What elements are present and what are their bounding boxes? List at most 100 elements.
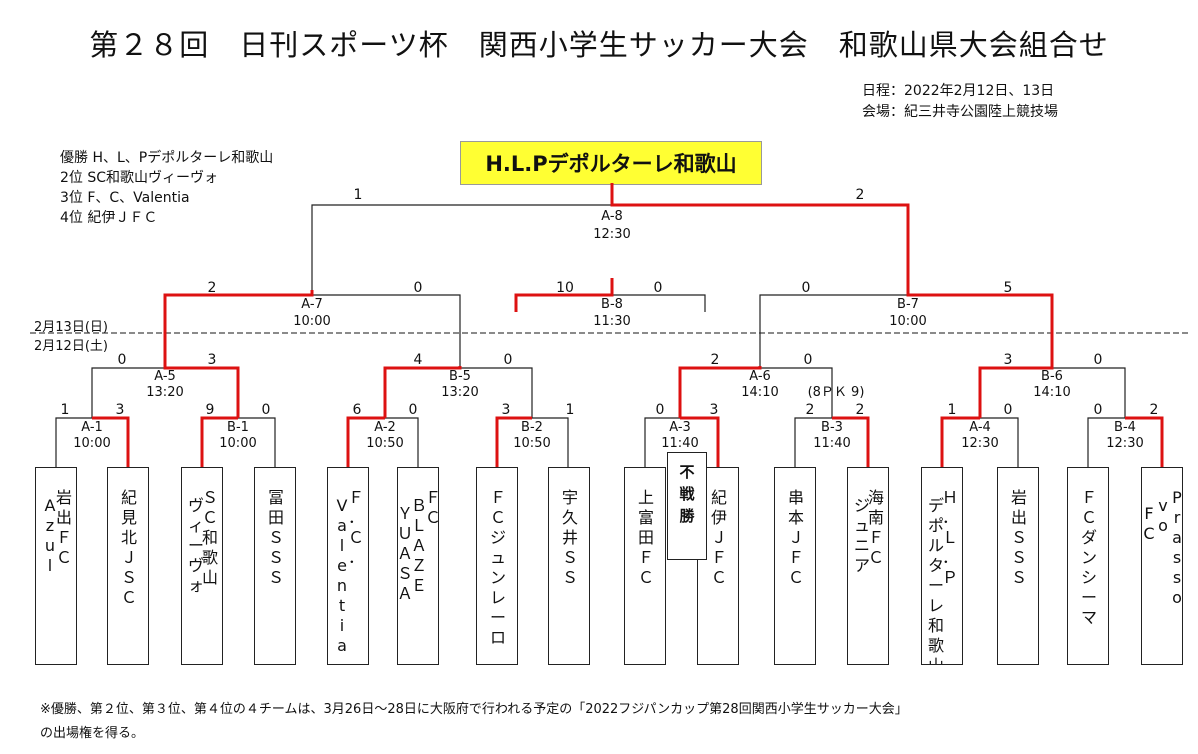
a4-score-1: 1 [947, 402, 957, 418]
b8-score-1: 10 [556, 280, 574, 296]
a5-time: 13:20 [146, 385, 184, 400]
b3-score-1: 2 [805, 402, 815, 418]
a1-score-2: 3 [115, 402, 125, 418]
a6-score-1: 2 [710, 352, 720, 368]
b5-label: B-5 [449, 369, 471, 384]
b7-score-2: 5 [1003, 280, 1013, 296]
b4-score-2: 2 [1149, 402, 1159, 418]
a6-pk: (8ＰＫ 9) [807, 385, 865, 400]
team-name-column: ジュニア [853, 496, 870, 575]
b6-score-1: 3 [1003, 352, 1013, 368]
result-4th: 4位 紀伊ＪＦＣ [60, 210, 158, 226]
b3-label: B-3 [821, 420, 843, 435]
final-label: A-8 [601, 209, 623, 224]
b1-label: B-1 [227, 420, 249, 435]
date-day1: 2月12日(土) [34, 339, 108, 354]
b2-time: 10:50 [513, 436, 551, 451]
a2-label: A-2 [374, 420, 396, 435]
footnote-line-1: ※優勝、第２位、第３位、第４位の４チームは、3月26日～28日に大阪府で行われる… [40, 702, 908, 717]
team-box: Ｈ．Ｌ．Ｐデポルターレ和歌山 [921, 467, 963, 665]
a6-score-2: 0 [803, 352, 813, 368]
a6-label: A-6 [749, 369, 771, 384]
a7-label: A-7 [301, 297, 323, 312]
team-name-column: ＦＣ [424, 488, 438, 528]
b7-score-1: 0 [801, 280, 811, 296]
final-score-left: 1 [353, 187, 363, 203]
a1-label: A-1 [81, 420, 103, 435]
b5-time: 13:20 [441, 385, 479, 400]
b6-score-2: 0 [1093, 352, 1103, 368]
a7-score-2: 0 [413, 280, 423, 296]
b2-label: B-2 [521, 420, 543, 435]
team-name-column: Ｈ．Ｌ．Ｐ [941, 488, 958, 587]
b6-time: 14:10 [1033, 385, 1071, 400]
a2-score-1: 6 [352, 402, 362, 418]
a5-label: A-5 [154, 369, 176, 384]
walkover-label: 不戦勝 [679, 463, 695, 525]
champion-box: H.L.Pデポルターレ和歌山 [460, 141, 762, 185]
b6-label: B-6 [1041, 369, 1063, 384]
result-2nd: 2位 SC和歌山ヴィーヴォ [60, 170, 219, 186]
team-name-column: Ｆ．Ｃ． [347, 488, 364, 567]
a7-score-1: 2 [207, 280, 217, 296]
a3-score-1: 0 [655, 402, 665, 418]
page-title: 第２８回 日刊スポーツ杯 関西小学生サッカー大会 和歌山県大会組合せ [89, 28, 1109, 62]
b2-score-1: 3 [501, 402, 511, 418]
a4-label: A-4 [969, 420, 991, 435]
b8-label: B-8 [601, 297, 623, 312]
b8-time: 11:30 [593, 314, 631, 329]
result-3rd: 3位 F、C、Valentia [60, 190, 190, 206]
schedule-venue: 会場：紀三井寺公園陸上競技場 [862, 104, 1058, 120]
team-name-column: デポルターレ和歌山 [927, 496, 944, 664]
b7-label: B-7 [897, 297, 919, 312]
a1-score-1: 1 [60, 402, 70, 418]
b4-time: 12:30 [1106, 436, 1144, 451]
a2-score-2: 0 [408, 402, 418, 418]
a7-time: 10:00 [293, 314, 331, 329]
b3-time: 11:40 [813, 436, 851, 451]
final-score-right: 2 [855, 187, 865, 203]
team-box: ＦＣＢＬＡＺＥＹＵＡＳＡ [397, 467, 439, 665]
schedule-date: 日程：2022年2月12日、13日 [862, 83, 1055, 99]
a3-label: A-3 [669, 420, 691, 435]
footnote-line-2: の出場権を得る。 [40, 726, 145, 741]
date-day2: 2月13日(日) [34, 320, 108, 335]
b1-score-1: 9 [205, 402, 215, 418]
b1-time: 10:00 [219, 436, 257, 451]
a4-time: 12:30 [961, 436, 999, 451]
result-1st: 優勝 H、L、Pデポルターレ和歌山 [60, 150, 274, 166]
b1-score-2: 0 [261, 402, 271, 418]
a2-time: 10:50 [366, 436, 404, 451]
team-name-column: ヴィーヴォ [187, 496, 204, 595]
